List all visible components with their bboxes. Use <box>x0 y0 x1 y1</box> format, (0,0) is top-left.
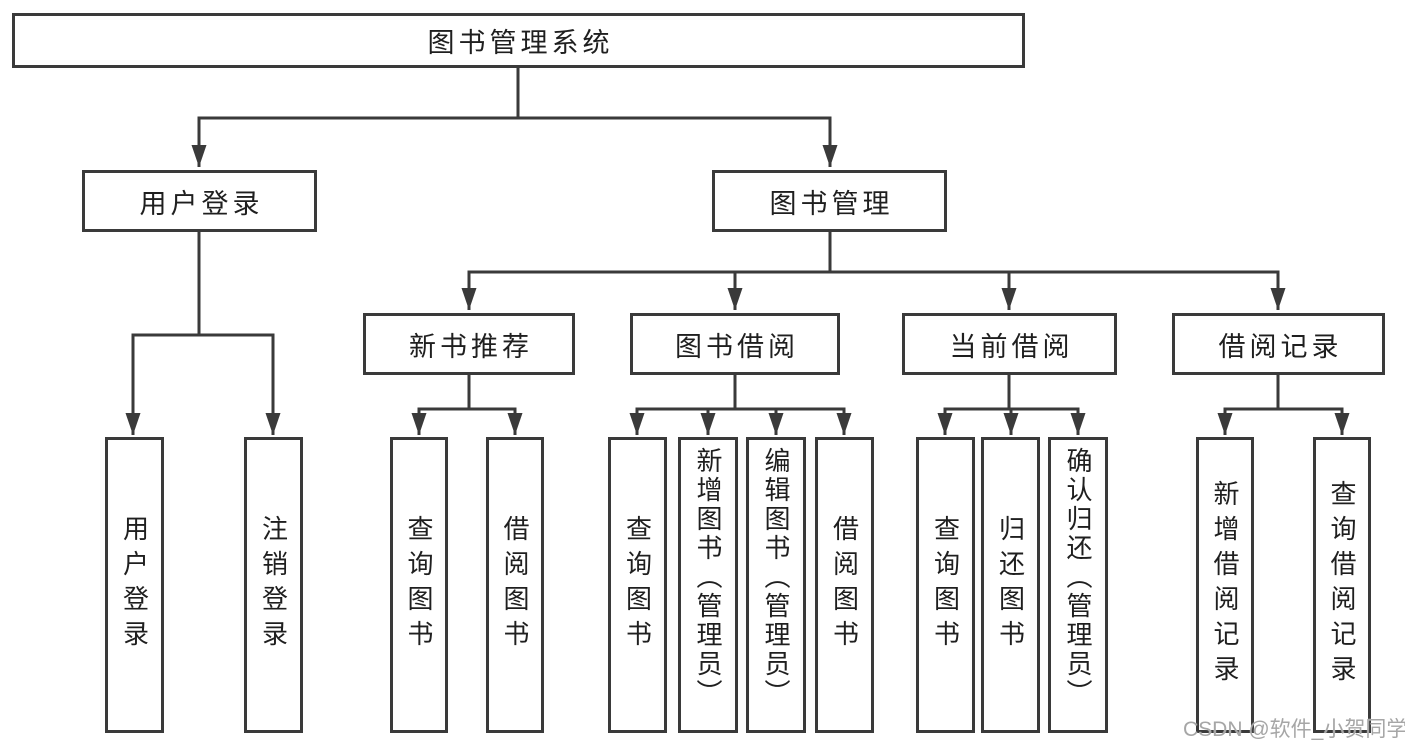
node-book-management: 图书管理 <box>712 170 947 232</box>
node-book-borrowing: 图书借阅 <box>630 313 840 375</box>
csdn-watermark: CSDN @软件_小贺同学 <box>1183 718 1405 741</box>
leaf-borrow-books: 借阅图书 <box>815 437 874 733</box>
leaf-edit-book-admin: 编辑图书（管理员） <box>746 437 806 733</box>
leaf-borrow-books-recommend: 借阅图书 <box>486 437 544 733</box>
leaf-logout: 注销登录 <box>244 437 303 733</box>
leaf-query-books-recommend: 查询图书 <box>390 437 448 733</box>
leaf-query-books-borrowing: 查询图书 <box>608 437 667 733</box>
node-borrowing-records: 借阅记录 <box>1172 313 1385 375</box>
leaf-return-books: 归还图书 <box>981 437 1040 733</box>
leaf-query-borrow-record: 查询借阅记录 <box>1313 437 1371 733</box>
node-current-borrowing: 当前借阅 <box>902 313 1117 375</box>
leaf-add-book-admin: 新增图书（管理员） <box>678 437 738 733</box>
node-new-book-recommend: 新书推荐 <box>363 313 575 375</box>
leaf-query-books-current: 查询图书 <box>916 437 975 733</box>
leaf-user-login: 用户登录 <box>105 437 164 733</box>
node-user-login: 用户登录 <box>82 170 317 232</box>
leaf-confirm-return-admin: 确认归还（管理员） <box>1048 437 1108 733</box>
node-root-system: 图书管理系统 <box>12 13 1025 68</box>
leaf-add-borrow-record: 新增借阅记录 <box>1196 437 1254 733</box>
